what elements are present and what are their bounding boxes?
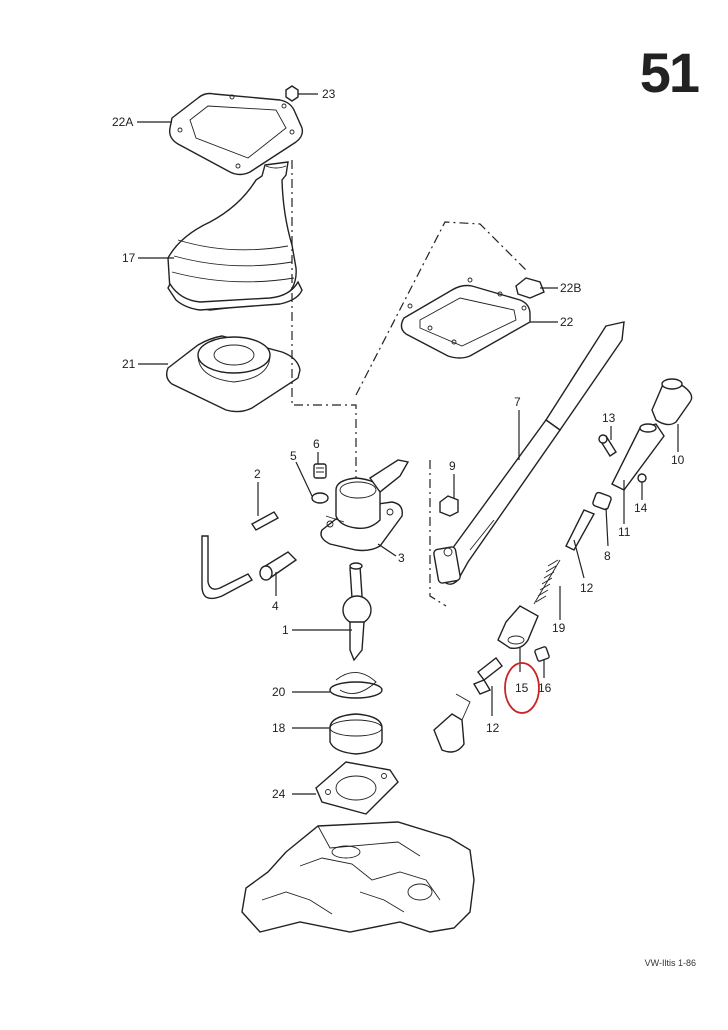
footer-code: VW-Iltis 1-86 [644,958,696,968]
part-9-nut [439,495,459,517]
part-10-knob [651,378,693,426]
part-2-pin [250,511,280,531]
part-23-nut [285,85,299,102]
part-12-pin-upper [565,509,595,551]
part-17-boot [167,161,303,311]
part-1-gear-lever [342,562,372,662]
callout-2: 2 [254,467,261,481]
connection-line-lower [429,460,447,607]
callout-1: 1 [282,623,289,637]
callout-11: 11 [618,525,631,539]
callout-5: 5 [290,449,297,463]
callout-17: 17 [122,251,136,265]
part-12-pin-lower [472,657,503,695]
callout-15: 15 [515,681,529,695]
page-number: 51 [639,41,700,104]
callout-22a: 22A [112,115,133,129]
part-11-sleeve [611,423,665,491]
part-24-gasket [315,761,399,815]
part-16-setscrew [534,646,550,662]
part-18-ring [329,713,383,755]
leader-lines [137,93,679,795]
callout-10: 10 [671,453,685,467]
part-21-base-plate [165,335,301,413]
callout-23: 23 [322,87,336,101]
callout-22b: 22B [560,281,581,295]
connection-line-right [355,221,527,396]
lower-joint [433,693,471,753]
transmission-housing [241,821,475,933]
callout-12-upper: 12 [580,581,594,595]
part-14-nut [637,473,647,483]
connection-line-upper [291,160,357,482]
fuel-pipe [201,535,254,600]
callout-22: 22 [560,315,574,329]
callout-8: 8 [604,549,611,563]
part-22b-clip [515,277,545,299]
part-7-shift-rod [433,321,625,585]
callout-18: 18 [272,721,286,735]
part-5-washer [311,492,329,504]
callout-6: 6 [313,437,320,451]
part-19-spring [533,559,561,605]
part-6-bolt [313,463,327,479]
part-8-bushing [592,491,612,511]
callout-12-lower: 12 [486,721,500,735]
part-22-frame [400,277,531,359]
callout-7: 7 [514,395,521,409]
part-4-bushing [259,551,298,581]
part-3-housing [320,459,410,552]
callout-13: 13 [602,411,616,425]
part-15-coupling [497,605,539,650]
callout-24: 24 [272,787,286,801]
callout-21: 21 [122,357,136,371]
callout-19: 19 [552,621,566,635]
callout-3: 3 [398,551,405,565]
callout-16: 16 [538,681,552,695]
part-22a-frame [168,92,304,176]
callout-9: 9 [449,459,456,473]
part-20-spring [329,672,383,699]
callout-20: 20 [272,685,286,699]
highlight-circle [504,662,540,714]
part-13-screw [598,434,617,457]
callout-4: 4 [272,599,279,613]
callout-14: 14 [634,501,648,515]
